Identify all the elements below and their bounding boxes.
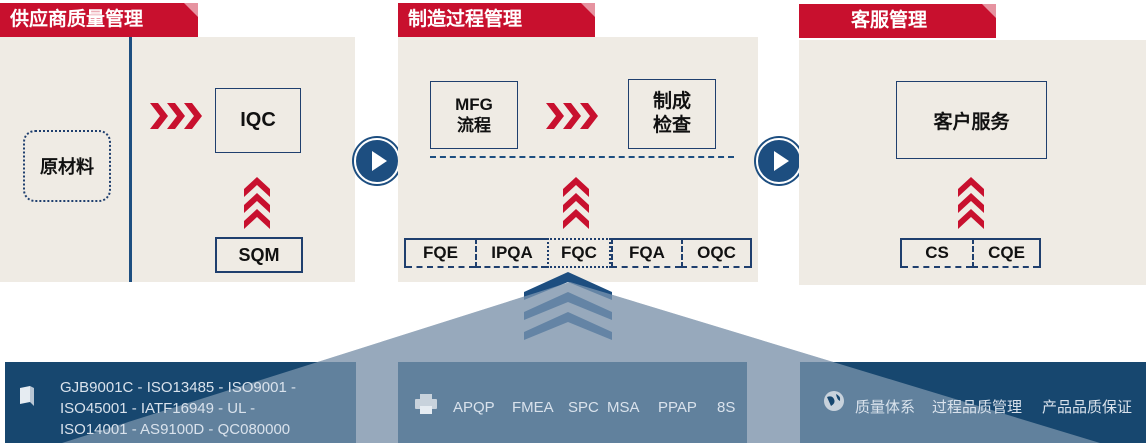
standards-line-3: ISO14001 - AS9100D - QC080000 — [60, 421, 291, 438]
mfg-process-box: MFG 流程 — [430, 81, 518, 149]
step-ipqa: IPQA — [475, 238, 547, 268]
tool-ppap: PPAP — [658, 399, 697, 416]
iqc-box: IQC — [215, 88, 301, 153]
tool-8s: 8S — [717, 399, 736, 416]
step-fqe: FQE — [406, 238, 475, 268]
step-oqc: OQC — [681, 238, 750, 268]
step-cs: CS — [902, 238, 972, 268]
system-product: 产品品质保证 — [1042, 399, 1133, 416]
step-fqc: FQC — [547, 238, 611, 268]
chevron-right-icon — [150, 103, 202, 129]
system-process: 过程品质管理 — [932, 399, 1023, 416]
chevron-up-icon — [244, 177, 270, 229]
sqm-box: SQM — [215, 237, 303, 273]
play-arrow-icon — [756, 138, 802, 184]
service-title: 客服管理 — [799, 4, 996, 38]
dashed-divider — [430, 156, 734, 158]
manufacturing-title: 制造过程管理 — [398, 3, 595, 37]
tool-msa: MSA — [607, 399, 640, 416]
supplier-divider — [129, 37, 132, 282]
service-steps: CS CQE — [900, 238, 1041, 268]
book-icon — [20, 386, 34, 406]
manufacturing-panel — [398, 37, 758, 282]
manufacturing-steps: FQE IPQA FQC FQA OQC — [404, 238, 752, 268]
tool-fmea: FMEA — [512, 399, 554, 416]
system-quality: 质量体系 — [855, 399, 916, 416]
chevron-right-icon — [546, 103, 598, 129]
standards-line-1: GJB9001C - ISO13485 - ISO9001 - — [60, 379, 296, 396]
play-arrow-icon — [354, 138, 400, 184]
standards-line-2: ISO45001 - IATF16949 - UL - — [60, 400, 256, 417]
customer-service-box: 客户服务 — [896, 81, 1047, 159]
globe-icon — [824, 391, 844, 411]
supplier-title: 供应商质量管理 — [0, 3, 198, 37]
raw-material-box: 原材料 — [23, 130, 111, 202]
chevron-up-icon — [958, 177, 984, 229]
printer-icon — [415, 394, 437, 414]
step-cqe: CQE — [972, 238, 1039, 268]
inspection-box: 制成 检查 — [628, 79, 716, 149]
tool-apqp: APQP — [453, 399, 495, 416]
chevron-up-icon — [563, 177, 589, 229]
tool-spc: SPC — [568, 399, 599, 416]
step-fqa: FQA — [611, 238, 681, 268]
